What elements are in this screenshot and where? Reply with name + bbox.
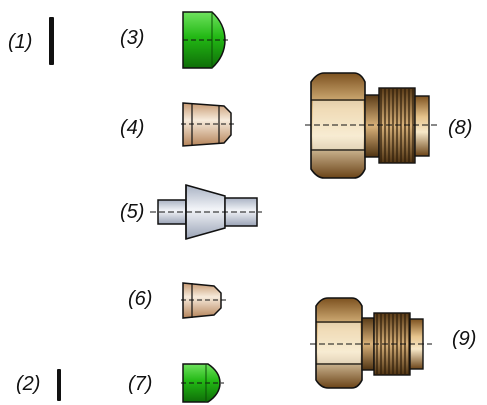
seal-strip-icon (49, 17, 54, 65)
green-cap-icon (182, 11, 228, 69)
label-part-9: (9) (452, 328, 476, 350)
tan-small-ferrule-icon (181, 282, 228, 319)
label-part-3: (3) (120, 27, 144, 49)
label-part-5: (5) (120, 201, 144, 223)
label-part-1: (1) (8, 31, 32, 53)
gray-double-ferrule-icon (150, 184, 262, 240)
green-cap-icon (181, 363, 224, 403)
tan-ferrule-icon (181, 102, 234, 147)
label-part-2: (2) (16, 373, 40, 395)
label-part-6: (6) (128, 288, 152, 310)
label-part-4: (4) (120, 117, 144, 139)
label-part-7: (7) (128, 373, 152, 395)
label-part-8: (8) (448, 117, 472, 139)
hex-nut-threaded-fitting-icon (310, 297, 432, 389)
hex-nut-threaded-fitting-icon (305, 72, 438, 179)
seal-strip-icon (57, 369, 61, 401)
